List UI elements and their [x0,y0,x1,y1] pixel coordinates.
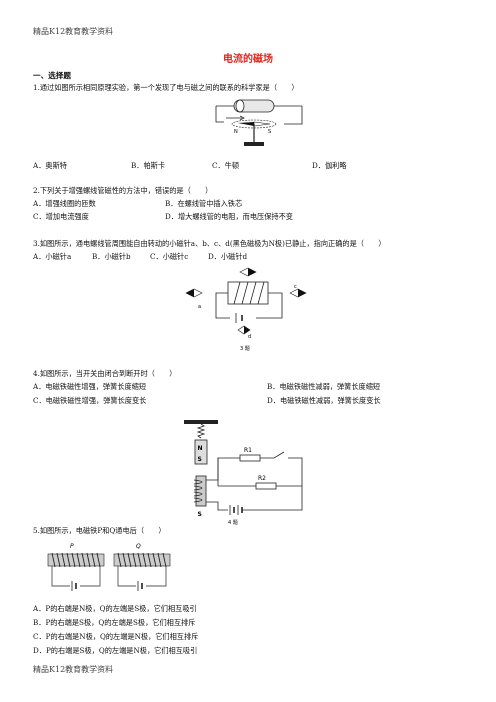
q3-label-c: c [294,284,297,290]
q5-label-p: P [70,543,74,550]
q3-stem: 3.如图所示，通电螺线管周围能自由转动的小磁针a、b、c、d(黑色磁极为N极)已… [33,239,386,248]
q5-figure: P Q [47,543,171,591]
q3-caption: 3 题 [240,346,250,352]
q2-option-a: A．增强线圈的匝数 [33,199,96,208]
q2-option-b: B．在螺线管中插入铁芯 [165,199,243,208]
q4-label-r1: R1 [244,447,252,454]
q2-option-d: D．增大螺线管的电阻，而电压保持不变 [165,212,293,221]
page-footer: 精品K12教育教学资料 [33,665,114,674]
q1-option-d: D．伽利略 [312,161,347,170]
q3-option-a: A．小磁针a [33,252,72,261]
q1-stem: 1.通过如图所示相同原理实验，第一个发现了电与磁之间的联系的科学家是（ ） [33,83,299,92]
q1-fig-s: S [268,129,271,135]
q1-option-c: C．牛顿 [212,161,240,170]
q4-option-c: C．电磁铁磁性增强，弹簧长度变长 [33,396,147,405]
q2-option-c: C．增加电流强度 [33,212,89,221]
q5-option-d: D．P的右端是S极，Q的左端是N极，它们相互吸引 [33,646,198,655]
q5-option-c: C．P的右端是N极，Q的左端是N极，它们相互排斥 [33,632,199,641]
q1-fig-n: N [234,129,238,135]
q4-figure: N S S R1 R2 4 题 [184,420,303,526]
q4-option-b: B．电磁铁磁性减弱，弹簧长度缩短 [267,382,381,391]
section-heading: 一、选择题 [33,71,71,80]
q3-label-d: d [248,334,251,340]
q3-figure: b a c d 3 题 [185,267,307,352]
q1-option-b: B．帕斯卡 [131,161,166,170]
page-title: 电流的磁场 [223,54,273,65]
q3-option-d: D．小磁针d [208,252,248,261]
page-header: 精品K12教育教学资料 [33,27,114,36]
q4-label-s1: S [198,456,202,463]
q3-label-b: b [250,270,253,276]
q4-option-d: D．电磁铁磁性减弱，弹簧长度变长 [267,396,381,405]
q4-option-a: A．电磁铁磁性增强，弹簧长度缩短 [33,382,147,391]
q2-stem: 2.下列关于增强螺线管磁性的方法中，错误的是（ ） [33,186,213,195]
q5-option-b: B．P的右端是S极，Q的左端是S极，它们相互排斥 [33,618,196,627]
q5-label-q: Q [136,543,141,550]
q5-option-a: A．P的右端是N极，Q的左端是S极，它们相互吸引 [33,604,197,613]
q4-stem: 4.如图所示，当开关由闭合到断开时（ ） [33,369,177,378]
q3-option-c: C．小磁针c [150,252,189,261]
q3-label-a: a [198,304,201,310]
q3-option-b: B．小磁针b [92,252,131,261]
q4-label-s2: S [198,511,202,518]
q1-option-a: A．奥斯特 [33,161,67,170]
q4-label-r2: R2 [258,475,266,482]
q4-caption: 4 题 [228,520,238,526]
q1-figure: N S [215,99,303,146]
q5-stem: 5.如图所示，电磁铁P和Q通电后（ ） [33,526,166,535]
q4-label-n: N [198,445,203,452]
